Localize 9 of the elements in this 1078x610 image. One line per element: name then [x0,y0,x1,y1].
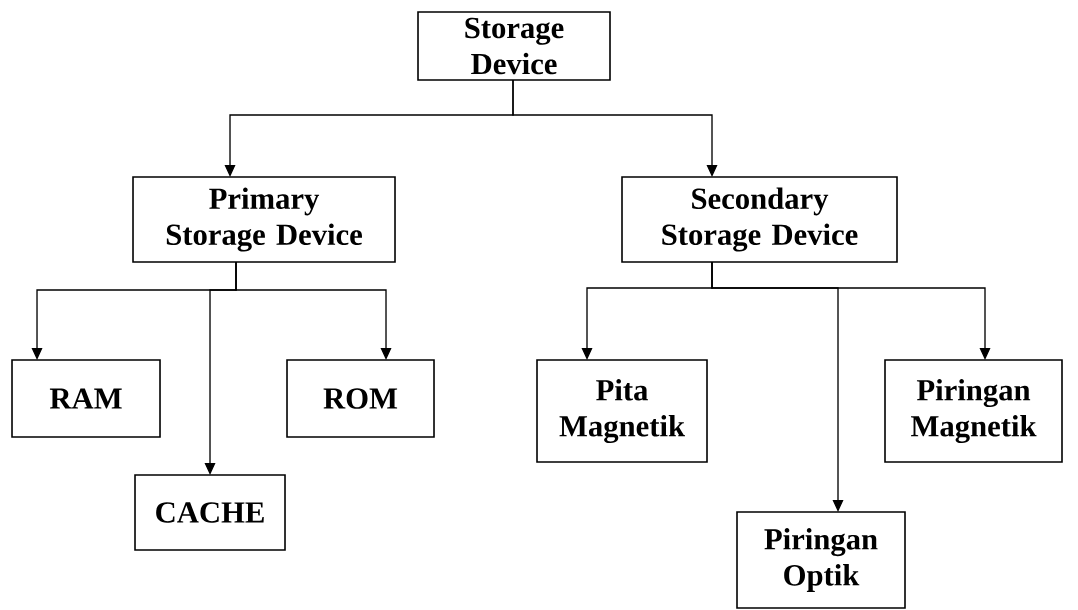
storage-box: Secondary Storage Device [621,176,898,263]
storage-box: ROM [286,359,435,438]
storage-box: CACHE [134,474,286,551]
storage-box: Primary Storage Device [132,176,396,263]
storage-box: Pita Magnetik [536,359,708,463]
storage-box: RAM [11,359,161,438]
storage-box: Storage Device [417,11,611,81]
storage-box: Piringan Magnetik [884,359,1063,463]
storage-box: Piringan Optik [736,511,906,609]
